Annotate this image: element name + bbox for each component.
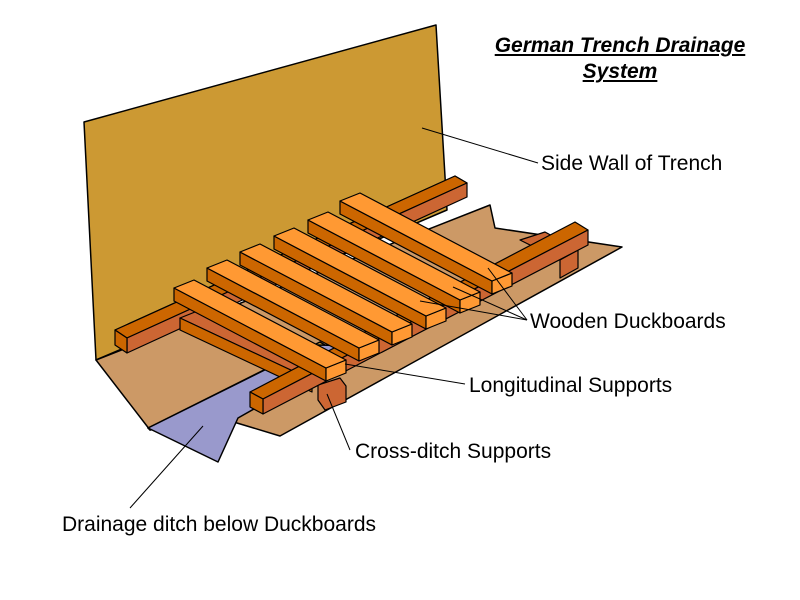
duckboard-1-top	[339, 192, 513, 282]
diagram-title: German Trench Drainage System	[440, 33, 800, 85]
duckboard-6-top	[173, 279, 347, 369]
duckboard-3-top	[273, 227, 447, 317]
label-cross-ditch-supports: Cross-ditch Supports	[355, 440, 552, 463]
leader-side-wall	[421, 127, 539, 164]
duckboard-5-top	[206, 259, 380, 349]
leader-duckboard-2	[452, 286, 528, 321]
label-duckboards: Wooden Duckboards	[530, 310, 726, 333]
duckboard-4-top	[239, 243, 413, 333]
leader-cross-ditch	[326, 393, 351, 451]
longitudinal-support-back-end	[114, 329, 128, 354]
label-side-wall: Side Wall of Trench	[541, 152, 723, 175]
leader-ditch	[129, 425, 204, 509]
title-line-1: German Trench Drainage	[494, 34, 746, 57]
leader-duckboard-3	[487, 267, 528, 321]
leader-longitudinal	[344, 363, 466, 385]
label-longitudinal-supports: Longitudinal Supports	[469, 374, 673, 397]
cross-ditch-support-front	[317, 377, 347, 411]
duckboard-2-top	[307, 211, 481, 301]
cross-ditch-support-left-side	[179, 317, 313, 393]
longitudinal-support-front-end	[249, 391, 264, 415]
title-line-2: System	[582, 60, 658, 83]
leader-duckboard-1	[419, 300, 528, 321]
side-wall	[83, 24, 448, 361]
label-drainage-ditch: Drainage ditch below Duckboards	[62, 513, 377, 536]
